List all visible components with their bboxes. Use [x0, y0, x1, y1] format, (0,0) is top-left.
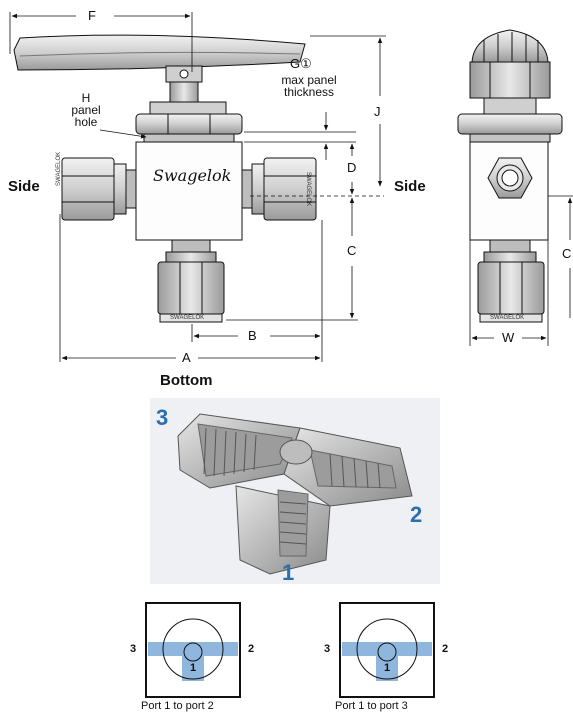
- schematic-2-left-port: 3: [324, 643, 331, 655]
- cutaway-port-3: 3: [156, 405, 169, 430]
- valve-body: [135, 141, 243, 241]
- view-label-bottom: Bottom: [160, 372, 213, 389]
- schematic-1-center-port: 1: [190, 662, 197, 674]
- front-view: [13, 34, 317, 323]
- side-bottom-nut: [477, 261, 545, 315]
- dim-W-label: W: [502, 330, 515, 345]
- side-handle-knob: [471, 29, 549, 63]
- dim-G-desc-line2: thickness: [283, 85, 335, 99]
- brand-logo: Swagelok: [153, 166, 232, 185]
- dim-B-label: B: [248, 328, 257, 343]
- dim-H-letter: H: [81, 91, 91, 105]
- left-nut: [61, 157, 115, 221]
- dim-G-desc-line1: max panel: [281, 73, 337, 87]
- view-label-side-left: Side: [8, 178, 40, 195]
- dim-C-right-label: C: [562, 246, 572, 261]
- dim-G-description: max panel thickness: [269, 74, 349, 98]
- nut-etch-bottom: SWAGELOK: [170, 315, 205, 321]
- dim-H-desc-line2: hole: [74, 115, 98, 129]
- panel-nut: [135, 113, 243, 135]
- handle-set-screw: [179, 69, 189, 79]
- side-dimension-lines: [469, 195, 573, 346]
- nut-etch-right: SWAGELOK: [305, 172, 311, 207]
- dim-G-letter: G: [290, 56, 301, 71]
- cutaway-ball: [279, 439, 313, 465]
- dim-H-group: H panel hole: [66, 92, 106, 128]
- cutaway-port-1: 1: [282, 560, 295, 585]
- nut-etch-left: SWAGELOK: [56, 151, 62, 186]
- right-nut: [263, 157, 317, 221]
- front-dimension-lines: [9, 12, 386, 362]
- dim-G-label: G①: [290, 56, 312, 72]
- dim-F-label: F: [88, 8, 96, 23]
- nut-etch-side-bottom: SWAGELOK: [490, 315, 525, 321]
- schematic-2-caption: Port 1 to port 3: [335, 700, 408, 712]
- dim-G-footnote: ①: [300, 56, 312, 71]
- dim-J-label: J: [374, 104, 381, 119]
- flow-schematic-1: [145, 602, 241, 698]
- cutaway-illustration: [150, 398, 440, 584]
- dim-D-label: D: [347, 160, 357, 175]
- schematic-2-right-port: 2: [442, 643, 449, 655]
- schematic-1-right-port: 2: [248, 643, 255, 655]
- schematic-1-left-port: 3: [130, 643, 137, 655]
- flow-schematic-2: [339, 602, 435, 698]
- dim-A-label: A: [182, 350, 191, 365]
- schematic-1-caption: Port 1 to port 2: [141, 700, 214, 712]
- bottom-nut: [157, 261, 225, 315]
- dim-H-desc-line1: panel: [71, 103, 101, 117]
- side-view: [457, 29, 563, 323]
- view-label-side-right: Side: [394, 178, 426, 195]
- schematic-2-center-port: 1: [384, 662, 391, 674]
- dim-C-label: C: [347, 243, 357, 258]
- cutaway-port-2: 2: [410, 502, 423, 527]
